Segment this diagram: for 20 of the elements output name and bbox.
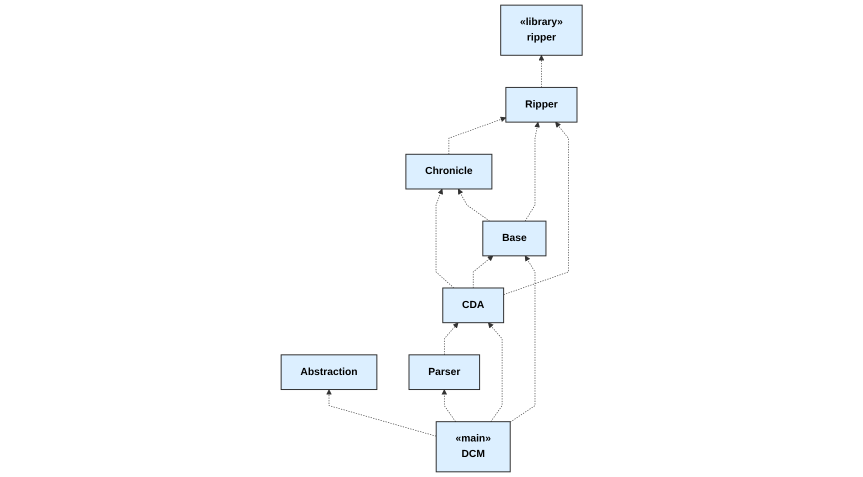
node-box: CDA (442, 288, 504, 324)
node-box: Parser (408, 354, 480, 390)
node-box: Abstraction (280, 354, 378, 390)
node-box: Ripper (505, 86, 578, 123)
arrow (444, 322, 458, 356)
arrow (488, 322, 502, 422)
arrow (458, 188, 490, 222)
arrow (441, 389, 456, 422)
node-box: Base (482, 220, 546, 256)
node-box: «main» DCM (436, 421, 511, 472)
node-box: «library» ripper (500, 4, 582, 56)
arrow (436, 188, 454, 288)
arrow (448, 116, 506, 155)
arrow (503, 122, 569, 295)
arrow (326, 389, 436, 437)
arrow (472, 256, 494, 288)
arrow (524, 122, 540, 222)
arrow (538, 55, 544, 88)
arrow (510, 256, 536, 422)
node-box: Chronicle (405, 154, 492, 190)
